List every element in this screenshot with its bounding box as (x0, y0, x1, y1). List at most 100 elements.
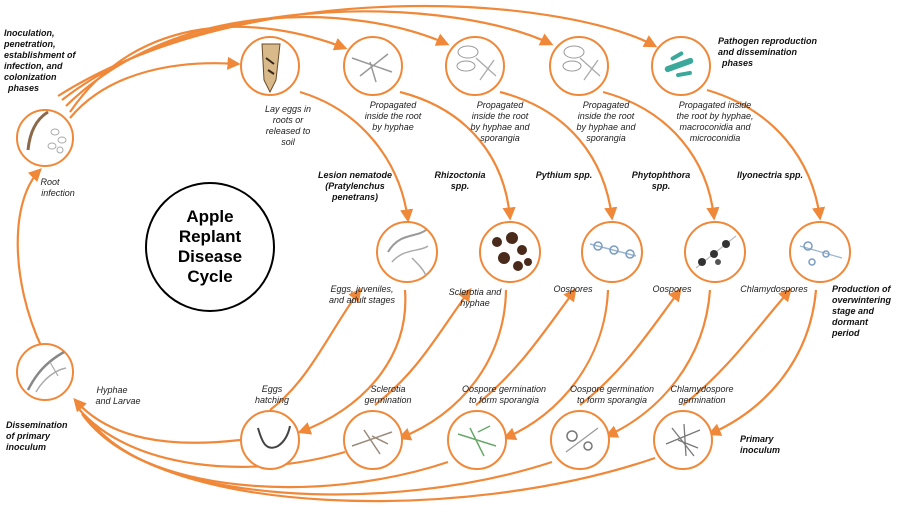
svg-text:Sclerotia: Sclerotia (370, 384, 405, 394)
inoculation-label: Inoculation, penetration, establishment … (3, 28, 77, 93)
root-infection-node (16, 109, 74, 167)
mid-caption-1: Eggs, juveniles, and adult stages (329, 284, 396, 305)
top-node-4 (549, 36, 609, 96)
svg-text:Chlamydospores: Chlamydospores (740, 284, 808, 294)
title-line-3: Disease (178, 247, 242, 266)
svg-text:Phytophthora: Phytophthora (632, 170, 691, 180)
overwintering-label: Production of overwintering stage and do… (831, 284, 892, 338)
svg-text:penetrans): penetrans) (331, 192, 378, 202)
pathogen-name-4: Phytophthora spp. (632, 170, 691, 191)
svg-text:Root: Root (40, 177, 60, 187)
svg-text:Pathogen reproduction: Pathogen reproduction (718, 36, 818, 46)
svg-text:inside the root: inside the root (578, 111, 635, 121)
bottom-caption-1: Eggs hatching (255, 384, 289, 405)
top-node-3 (445, 36, 505, 96)
svg-text:inoculum: inoculum (740, 445, 780, 455)
dissemination-node (16, 343, 74, 401)
sporangia-germination-icon (457, 425, 497, 457)
svg-text:Propagated: Propagated (477, 100, 525, 110)
svg-text:Sclerotia and: Sclerotia and (449, 287, 503, 297)
dissemination-label: Dissemination of primary inoculum (6, 420, 68, 452)
svg-text:Eggs: Eggs (262, 384, 283, 394)
svg-text:roots or: roots or (273, 115, 305, 125)
pathogen-name-1: Lesion nematode (Pratylenchus penetrans) (318, 170, 392, 202)
svg-text:the root by hyphae,: the root by hyphae, (676, 111, 753, 121)
svg-text:sporangia: sporangia (586, 133, 626, 143)
outer-cycle-arrows (16, 4, 658, 503)
primary-inoculum-label: Primary inoculum (740, 434, 780, 455)
svg-text:released to: released to (266, 126, 311, 136)
pathogen-reproduction-label: Pathogen reproduction and dissemination … (718, 36, 818, 68)
labels: Inoculation, penetration, establishment … (3, 28, 892, 455)
svg-text:Ilyonectria spp.: Ilyonectria spp. (737, 170, 803, 180)
svg-text:and dissemination: and dissemination (718, 47, 798, 57)
mid-node-4 (684, 221, 746, 283)
oospore-germination-icon (565, 427, 599, 453)
root-tissue-icon (26, 110, 67, 154)
pathogen-name-3: Pythium spp. (536, 170, 593, 180)
svg-text:by hyphae and: by hyphae and (470, 122, 530, 132)
svg-text:spp.: spp. (652, 181, 671, 191)
bottom-caption-2: Sclerotia germination (364, 384, 411, 405)
svg-text:and Larvae: and Larvae (95, 396, 140, 406)
arrow-bottom2-to-dissemination (77, 407, 346, 468)
chlamydospore-icon (799, 241, 843, 266)
svg-text:by hyphae and: by hyphae and (576, 122, 636, 132)
sclerotia-icon (492, 232, 532, 271)
svg-text:by hyphae: by hyphae (372, 122, 414, 132)
svg-text:Hyphae: Hyphae (96, 385, 127, 395)
mid-caption-5: Chlamydospores (740, 284, 808, 294)
arrow-root-to-top1 (69, 56, 241, 119)
leaf-sporangia-icon (562, 45, 601, 81)
top-caption-4: Propagated inside the root by hyphae and… (576, 100, 636, 143)
chlamydospore-germination-icon (665, 423, 701, 457)
oospore-chain-icon (589, 241, 637, 259)
svg-text:hyphae: hyphae (460, 298, 490, 308)
root-infection-label: Root infection (40, 177, 74, 198)
bottom-node-1 (240, 410, 300, 470)
svg-text:to form sporangia: to form sporangia (469, 395, 539, 405)
arrow-root-to-top5 (57, 4, 658, 97)
middle-row-nodes (376, 221, 851, 283)
svg-text:spp.: spp. (451, 181, 470, 191)
svg-text:Production of: Production of (832, 284, 891, 294)
svg-text:Dissemination: Dissemination (6, 420, 68, 430)
svg-text:infection, and: infection, and (4, 61, 63, 71)
oospore-dots-icon (695, 235, 737, 269)
svg-text:and adult stages: and adult stages (329, 295, 396, 305)
svg-text:microconidia: microconidia (690, 133, 741, 143)
svg-text:establishment of: establishment of (4, 50, 77, 60)
mid-node-3 (581, 221, 643, 283)
arrow-bottom1-to-dissemination (73, 398, 241, 444)
svg-text:Oospore germination: Oospore germination (570, 384, 654, 394)
svg-text:germination: germination (678, 395, 725, 405)
svg-text:Oospores: Oospores (553, 284, 593, 294)
bottom-caption-4: Oospore germination to form sporangia (570, 384, 654, 405)
svg-text:overwintering: overwintering (832, 295, 892, 305)
svg-text:phases: phases (721, 58, 753, 68)
svg-text:Rhizoctonia: Rhizoctonia (435, 170, 486, 180)
svg-text:hatching: hatching (255, 395, 289, 405)
hyphae-icon (351, 53, 393, 83)
bottom-node-5 (653, 410, 713, 470)
mid-node-1 (376, 221, 438, 283)
macroconidia-icon (664, 51, 694, 78)
svg-text:sporangia: sporangia (480, 133, 520, 143)
svg-text:Lesion nematode: Lesion nematode (318, 170, 392, 180)
svg-text:(Pratylenchus: (Pratylenchus (325, 181, 385, 191)
top-caption-3: Propagated inside the root by hyphae and… (470, 100, 530, 143)
title-line-2: Replant (179, 227, 242, 246)
svg-text:Oospores: Oospores (652, 284, 692, 294)
bottom-caption-3: Oospore germination to form sporangia (462, 384, 546, 405)
svg-text:inside the root: inside the root (365, 111, 422, 121)
svg-text:of primary: of primary (6, 431, 51, 441)
svg-text:colonization: colonization (4, 72, 57, 82)
top-node-2 (343, 36, 403, 96)
pathogen-cycle-arrows (269, 88, 826, 441)
mid-caption-4: Oospores (652, 284, 692, 294)
arrow-bottom5-to-dissemination (89, 419, 656, 503)
top-caption-1: Lay eggs in roots or released to soil (265, 104, 311, 147)
nematode-icon (387, 229, 429, 277)
svg-text:Propagated: Propagated (583, 100, 631, 110)
